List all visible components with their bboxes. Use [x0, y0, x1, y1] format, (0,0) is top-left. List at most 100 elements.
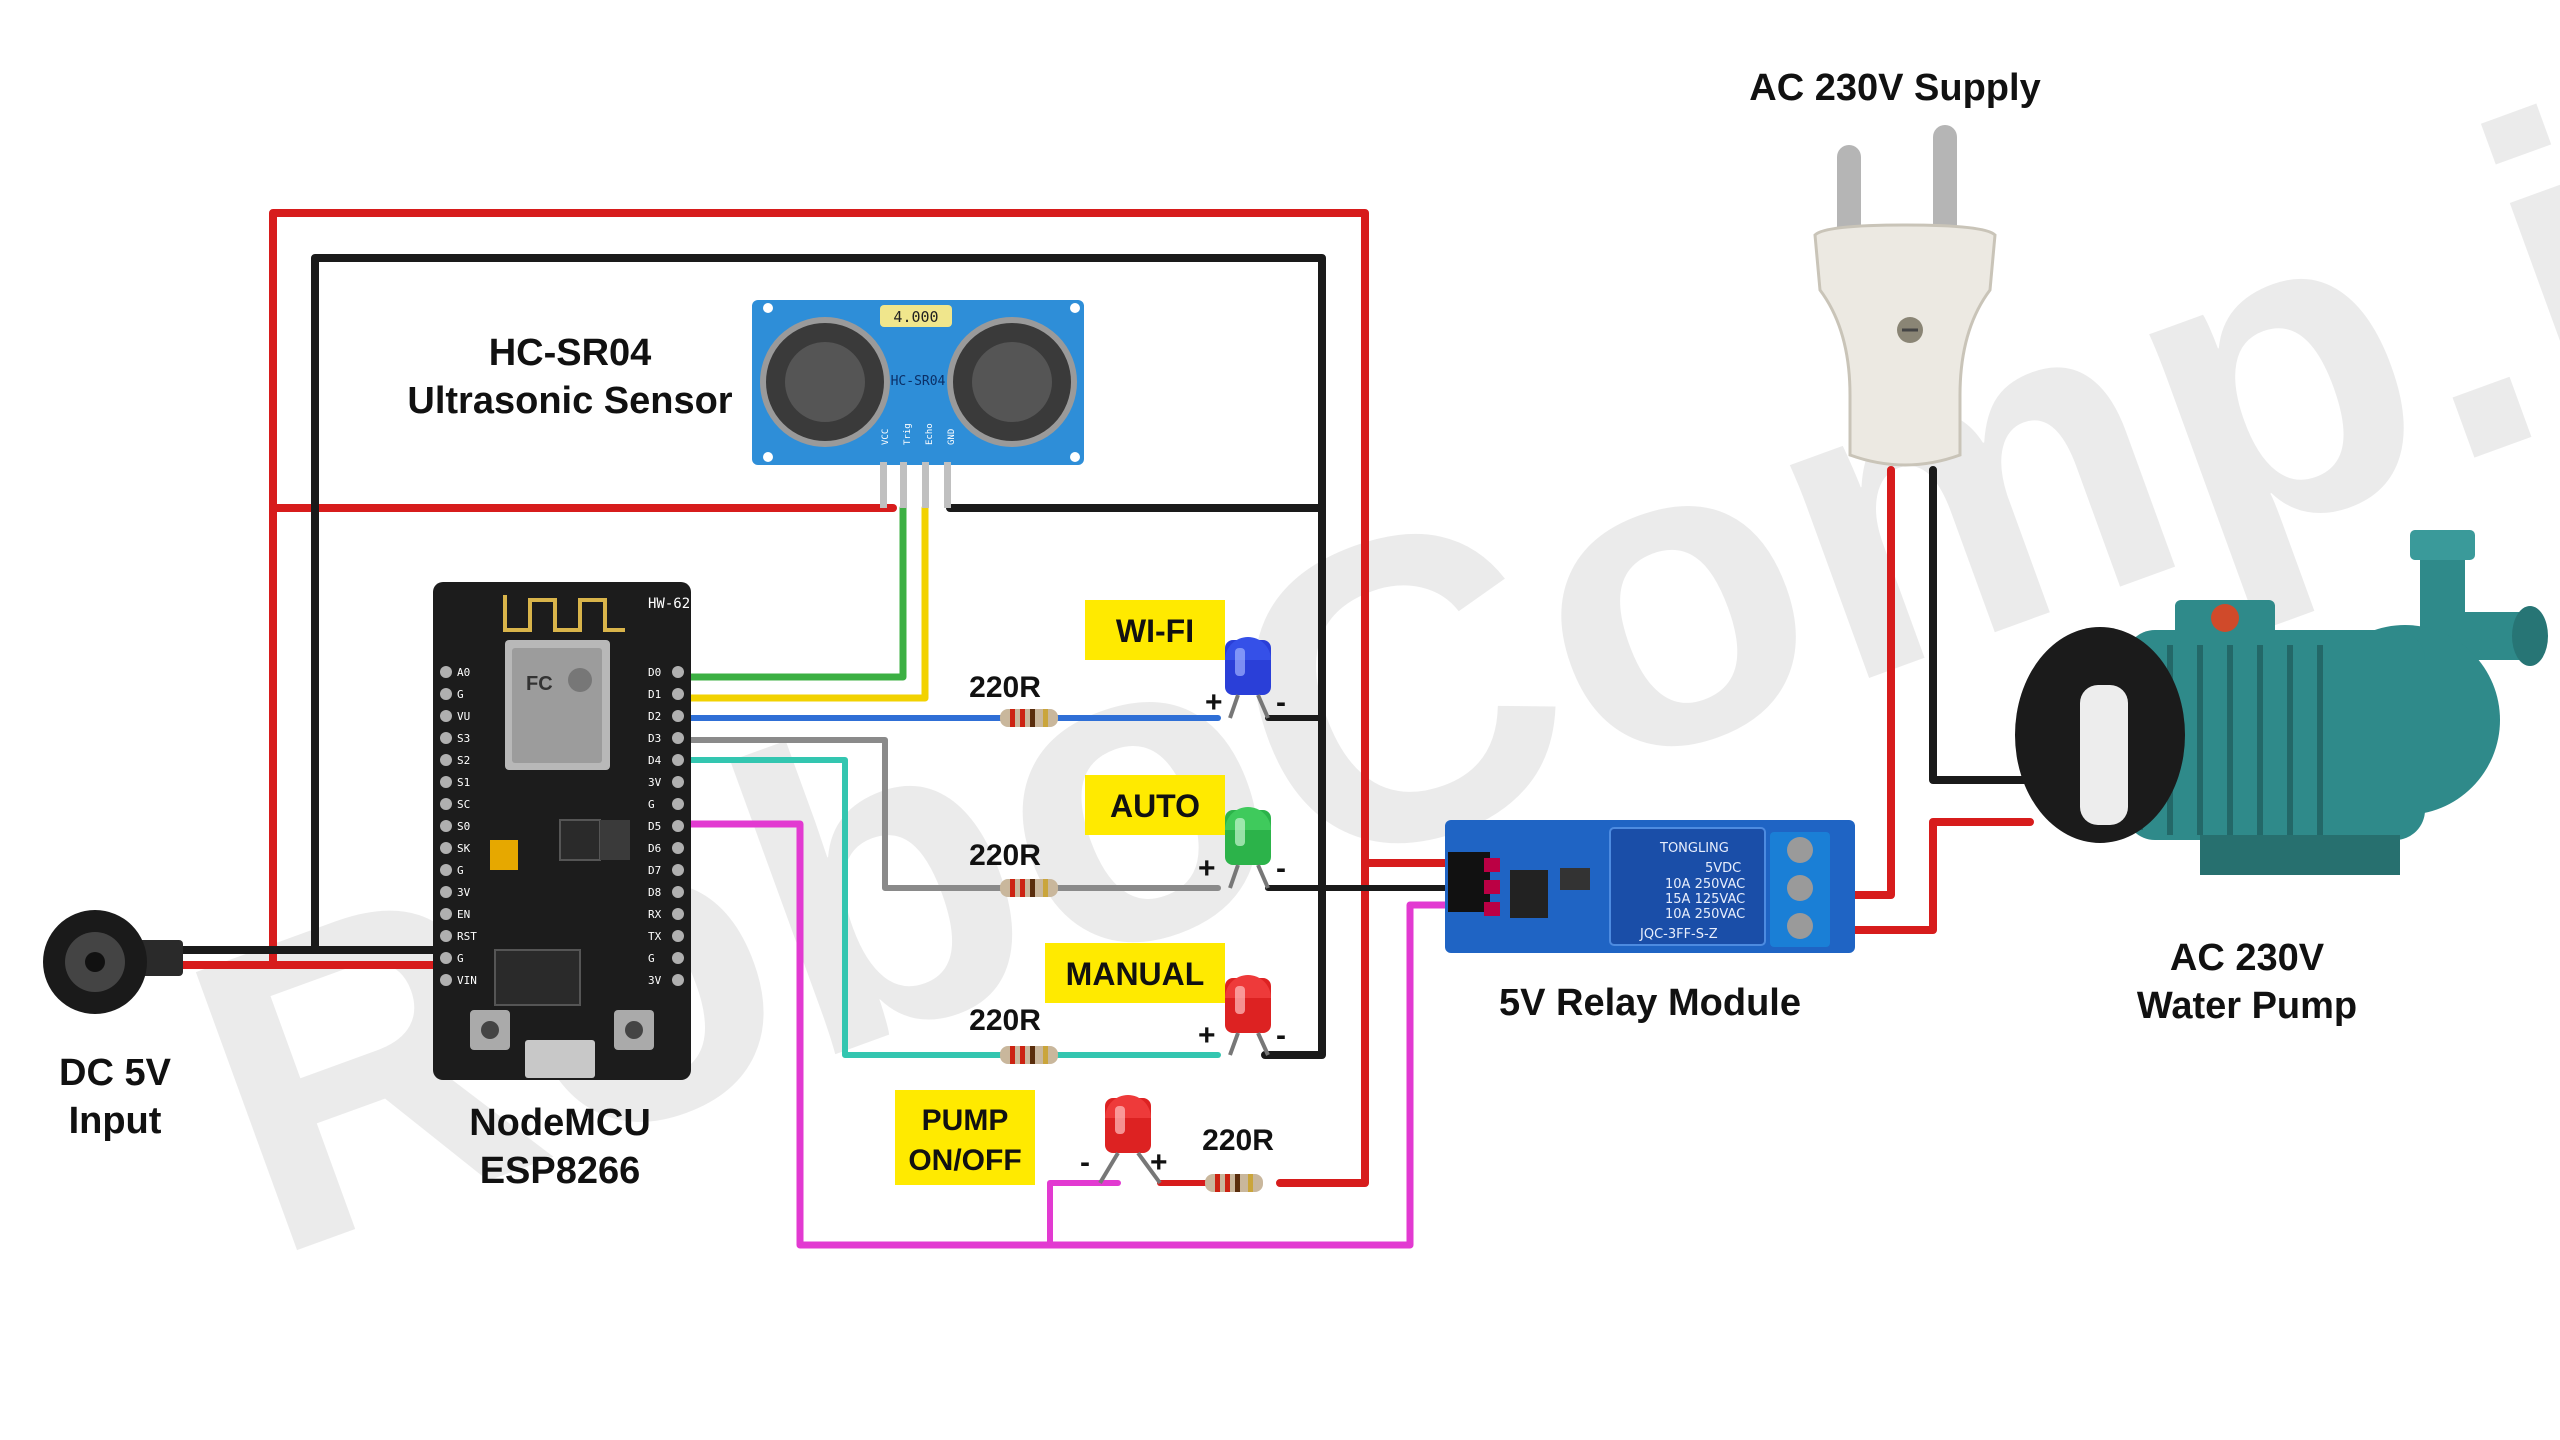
svg-text:FC: FC	[526, 673, 553, 695]
mcu-pin-label: RX	[648, 908, 662, 921]
led-red-manual	[1225, 975, 1271, 1056]
sensor-pin	[944, 462, 951, 508]
mcu-pin-label: D3	[648, 732, 661, 745]
wire-black-gnd-bus	[171, 254, 1326, 1059]
sensor-pin	[880, 462, 887, 508]
led-green-auto	[1225, 807, 1271, 889]
label-box-auto	[1085, 775, 1225, 835]
mcu-pin-label: S1	[457, 776, 470, 789]
sensor-board-name: HC-SR04	[891, 374, 946, 389]
minus-sign: -	[1080, 1146, 1090, 1179]
sensor-label-line1: HC-SR04	[489, 332, 652, 374]
mcu-pin-label: G	[648, 798, 655, 811]
relay-label: 5V Relay Module	[1499, 982, 1801, 1024]
mcu-pin-label: D8	[648, 886, 661, 899]
sensor-pin-label: VCC	[881, 429, 891, 445]
wire-gray-auto	[675, 737, 1003, 891]
relay-brand: TONGLING	[1659, 841, 1729, 856]
mcu-pin-label: G	[457, 952, 464, 965]
relay-coil	[1609, 827, 1766, 946]
mcu-pin-label: VIN	[457, 974, 477, 987]
mcu-pin-label: 3V	[457, 886, 471, 899]
mcu-pin-label: S2	[457, 754, 470, 767]
leds	[1098, 637, 1271, 1185]
mcu-pin-label: D1	[648, 688, 661, 701]
mcu-label-line1: NodeMCU	[469, 1102, 651, 1144]
pump-label-line2: ON/OFF	[908, 1144, 1021, 1177]
dc-input-label-line1: DC 5V	[59, 1052, 172, 1094]
label-box-pump	[895, 1090, 1035, 1185]
sensor-display-text: 4.000	[893, 308, 938, 326]
resistor-label-manual: 220R	[969, 1004, 1041, 1037]
wifi-label: WI-FI	[1116, 613, 1194, 649]
wire-cyan-manual	[675, 757, 1003, 1058]
plus-sign: +	[1150, 1146, 1168, 1179]
sensor-pin-label: Trig	[903, 423, 913, 445]
ac-supply-label: AC 230V Supply	[1749, 67, 2040, 109]
resistor-wifi	[1000, 709, 1058, 727]
mcu-pin-label: TX	[648, 930, 662, 943]
sensor-pin	[922, 462, 929, 508]
nodemcu-board: HW-625 FC A0 G VU S3 S2 S1 SC	[433, 582, 699, 1080]
ultrasonic-sensor: 4.000 HC-SR04 VCC Trig Echo GND	[752, 300, 1084, 508]
mcu-right-header	[672, 666, 684, 986]
dc-input-label-line2: Input	[69, 1100, 162, 1142]
resistor-label-wifi: 220R	[969, 671, 1041, 704]
minus-sign: -	[1276, 852, 1286, 885]
wire-pink-relay-in	[674, 820, 1494, 1249]
resistor-manual	[1000, 1046, 1058, 1064]
mcu-pin-label: S0	[457, 820, 470, 833]
sensor-pin	[900, 462, 907, 508]
mcu-pin-label: S3	[457, 732, 470, 745]
mcu-model-label: HW-625	[648, 596, 699, 612]
mcu-pin-label: EN	[457, 908, 470, 921]
micro-usb-port	[525, 1040, 595, 1078]
mcu-pin-label: D2	[648, 710, 661, 723]
mcu-label-line2: ESP8266	[480, 1150, 641, 1192]
sensor-pin-label: GND	[947, 429, 957, 445]
relay-module: TONGLING 5VDC 10A 250VAC 15A 125VAC 10A …	[1445, 820, 1855, 953]
wire-red-pump-feed	[1824, 818, 2034, 934]
resistor-label-pump: 220R	[1202, 1124, 1274, 1157]
resistor-label-auto: 220R	[969, 839, 1041, 872]
led-red-pump	[1098, 1095, 1162, 1185]
mcu-pin-label: D7	[648, 864, 661, 877]
resistor-auto	[1000, 879, 1058, 897]
wire-yellow-echo	[674, 504, 929, 702]
relay-spec: 10A 250VAC	[1665, 877, 1745, 892]
plus-sign: +	[1198, 852, 1216, 885]
mcu-pin-label: G	[457, 864, 464, 877]
ac-plug	[1813, 125, 1997, 467]
mcu-pin-label: VU	[457, 710, 470, 723]
minus-sign: -	[1276, 686, 1286, 719]
water-pump	[2015, 530, 2548, 875]
wire-pink-pump-led	[1047, 1180, 1121, 1248]
resistors	[1000, 709, 1263, 1192]
mcu-pin-label: D0	[648, 666, 661, 679]
mcu-pin-label: D5	[648, 820, 661, 833]
mcu-pin-label: SK	[457, 842, 471, 855]
mcu-pin-label: RST	[457, 930, 477, 943]
mcu-left-header	[440, 666, 452, 986]
mcu-pin-label: D6	[648, 842, 661, 855]
led-label-boxes: WI-FI AUTO MANUAL PUMP ON/OFF	[895, 600, 1225, 1185]
mcu-pin-label: G	[457, 688, 464, 701]
mcu-pin-label: A0	[457, 666, 470, 679]
plus-sign: +	[1198, 1019, 1216, 1052]
relay-spec: 5VDC	[1705, 861, 1741, 876]
pump-label-line1: PUMP	[922, 1104, 1009, 1137]
minus-sign: -	[1276, 1019, 1286, 1052]
sensor-label-line2: Ultrasonic Sensor	[407, 380, 732, 422]
relay-spec: 10A 250VAC	[1665, 907, 1745, 922]
annotations: 220R 220R 220R 220R + - + - + - - +	[969, 671, 1286, 1179]
auto-label: AUTO	[1110, 788, 1200, 824]
plus-sign: +	[1205, 686, 1223, 719]
component-labels: AC 230V Supply HC-SR04 Ultrasonic Sensor…	[59, 67, 2357, 1192]
wire-green-trig	[674, 504, 907, 681]
dc-power-jack	[43, 910, 183, 1014]
relay-spec: 15A 125VAC	[1665, 892, 1745, 907]
label-box-wifi	[1085, 600, 1225, 660]
relay-part: JQC-3FF-S-Z	[1639, 927, 1718, 942]
mcu-pin-label: 3V	[648, 974, 662, 987]
mcu-pin-label: G	[648, 952, 655, 965]
